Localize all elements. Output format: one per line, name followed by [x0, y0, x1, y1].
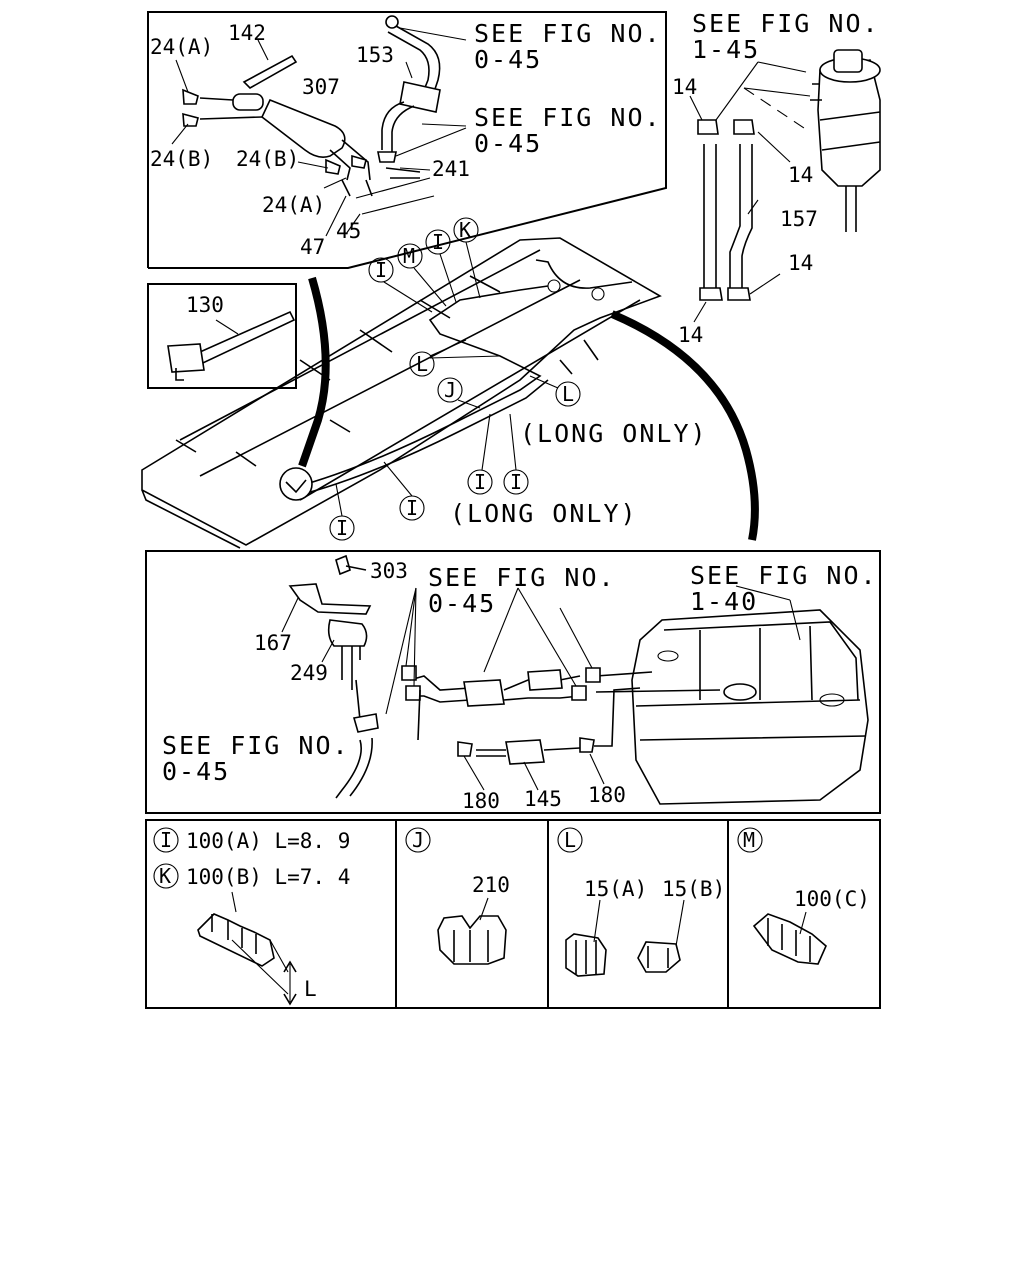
- canister-249: [281, 554, 372, 690]
- legend-marker-l: L: [564, 828, 576, 852]
- legend-marker-k: K: [159, 864, 171, 888]
- fuel-filter-145: [457, 687, 641, 791]
- clip-15-b: [637, 899, 685, 973]
- label-241: 241: [432, 157, 470, 181]
- label-153: 153: [356, 43, 394, 67]
- marker-i: I: [510, 470, 522, 494]
- label-157: 157: [780, 207, 818, 231]
- fuel-lines: [335, 665, 721, 799]
- ref-fig-0-45-a-line2: 0-45: [474, 45, 542, 74]
- hose-clamps-24: [171, 59, 367, 189]
- label-24b-2: 24(B): [236, 147, 299, 171]
- legend-marker-j: J: [412, 828, 424, 852]
- fuel-tank-panel: [145, 550, 881, 814]
- ref-fig-1-40-line2: 1-40: [690, 587, 758, 616]
- label-14-d: 14: [678, 323, 703, 347]
- fuel-tank: [631, 609, 869, 805]
- label-100c: 100(C): [794, 887, 870, 911]
- label-249: 249: [290, 661, 328, 685]
- label-210: 210: [472, 873, 510, 897]
- ref-fig-0-45-a-line1: SEE FIG NO.: [474, 19, 662, 48]
- ref-fig-0-45-d: SEE FIG NO. 0-45: [162, 731, 367, 786]
- ref-fig-0-45-c: SEE FIG NO. 0-45: [428, 563, 633, 618]
- long-only-1: (LONG ONLY): [520, 419, 708, 448]
- clip-markers: I M I K L J L I I I I: [329, 217, 581, 541]
- marker-k: K: [459, 218, 471, 242]
- legend-i-text: 100(A) L=8. 9: [186, 829, 350, 853]
- label-14-c: 14: [788, 251, 813, 275]
- top-detail-panel: [147, 11, 667, 269]
- label-180-b: 180: [588, 783, 626, 807]
- ref-fig-0-45-b-line2: 0-45: [474, 129, 542, 158]
- label-142: 142: [228, 21, 266, 45]
- marker-i: I: [406, 496, 418, 520]
- long-only-2: (LONG ONLY): [450, 499, 638, 528]
- ref-fig-0-45-b-line1: SEE FIG NO.: [474, 103, 662, 132]
- marker-i: I: [375, 258, 387, 282]
- label-303: 303: [370, 559, 408, 583]
- marker-m: M: [403, 244, 415, 268]
- label-14-a: 14: [672, 75, 697, 99]
- clip-100-ab: [197, 891, 297, 1006]
- label-15b: 15(B): [662, 877, 725, 901]
- legend-panels: I K J L M: [145, 819, 881, 1009]
- chassis-frame: [141, 237, 759, 549]
- ref-fig-1-45-line1: SEE FIG NO.: [692, 9, 880, 38]
- ref-fig-0-45-c-line2: 0-45: [428, 589, 496, 618]
- fuel-hose-153: [377, 15, 441, 179]
- ref-fig-1-45: SEE FIG NO. 1-45: [692, 9, 897, 64]
- ref-fig-1-40-line1: SEE FIG NO.: [690, 561, 878, 590]
- label-24a: 24(A): [150, 35, 213, 59]
- marker-i: I: [432, 230, 444, 254]
- label-167: 167: [254, 631, 292, 655]
- ref-fig-0-45-a: SEE FIG NO. 0-45: [474, 19, 679, 74]
- cable-tie-142: [242, 39, 298, 89]
- marker-l: L: [562, 382, 574, 406]
- legend-marker-i: I: [160, 828, 172, 852]
- marker-j: J: [444, 378, 456, 402]
- label-24b: 24(B): [150, 147, 213, 171]
- label-180-a: 180: [462, 789, 500, 813]
- label-307: 307: [302, 75, 340, 99]
- clip-100-c: [752, 911, 827, 965]
- ref-fig-0-45-c-line1: SEE FIG NO.: [428, 563, 616, 592]
- marker-i: I: [474, 470, 486, 494]
- label-15a: 15(A): [584, 877, 647, 901]
- ref-fig-0-45-d-line1: SEE FIG NO.: [162, 731, 350, 760]
- label-45: 45: [336, 219, 361, 243]
- ref-fig-1-45-line2: 1-45: [692, 35, 760, 64]
- label-145: 145: [524, 787, 562, 811]
- ref-fig-0-45-d-line2: 0-45: [162, 757, 230, 786]
- label-130: 130: [186, 293, 224, 317]
- marker-i: I: [336, 516, 348, 540]
- legend-marker-m: M: [743, 828, 755, 852]
- label-47: 47: [300, 235, 325, 259]
- legend-length-label: L: [304, 977, 317, 1001]
- clip-210: [437, 897, 507, 965]
- clip-15-a: [565, 899, 607, 977]
- labels: 142 24(A) 24(B) 307 24(B) 24(A) 153 241 …: [150, 9, 897, 1001]
- label-14-b: 14: [788, 163, 813, 187]
- marker-l: L: [416, 352, 428, 376]
- clip-130-panel: [147, 283, 297, 389]
- ref-fig-0-45-b: SEE FIG NO. 0-45: [474, 103, 679, 158]
- label-24a-2: 24(A): [262, 193, 325, 217]
- ref-fig-1-40: SEE FIG NO. 1-40: [690, 561, 895, 616]
- legend-k-text: 100(B) L=7. 4: [186, 865, 350, 889]
- fuel-filter-307: [199, 93, 373, 197]
- fuel-filter-assembly: [689, 49, 881, 323]
